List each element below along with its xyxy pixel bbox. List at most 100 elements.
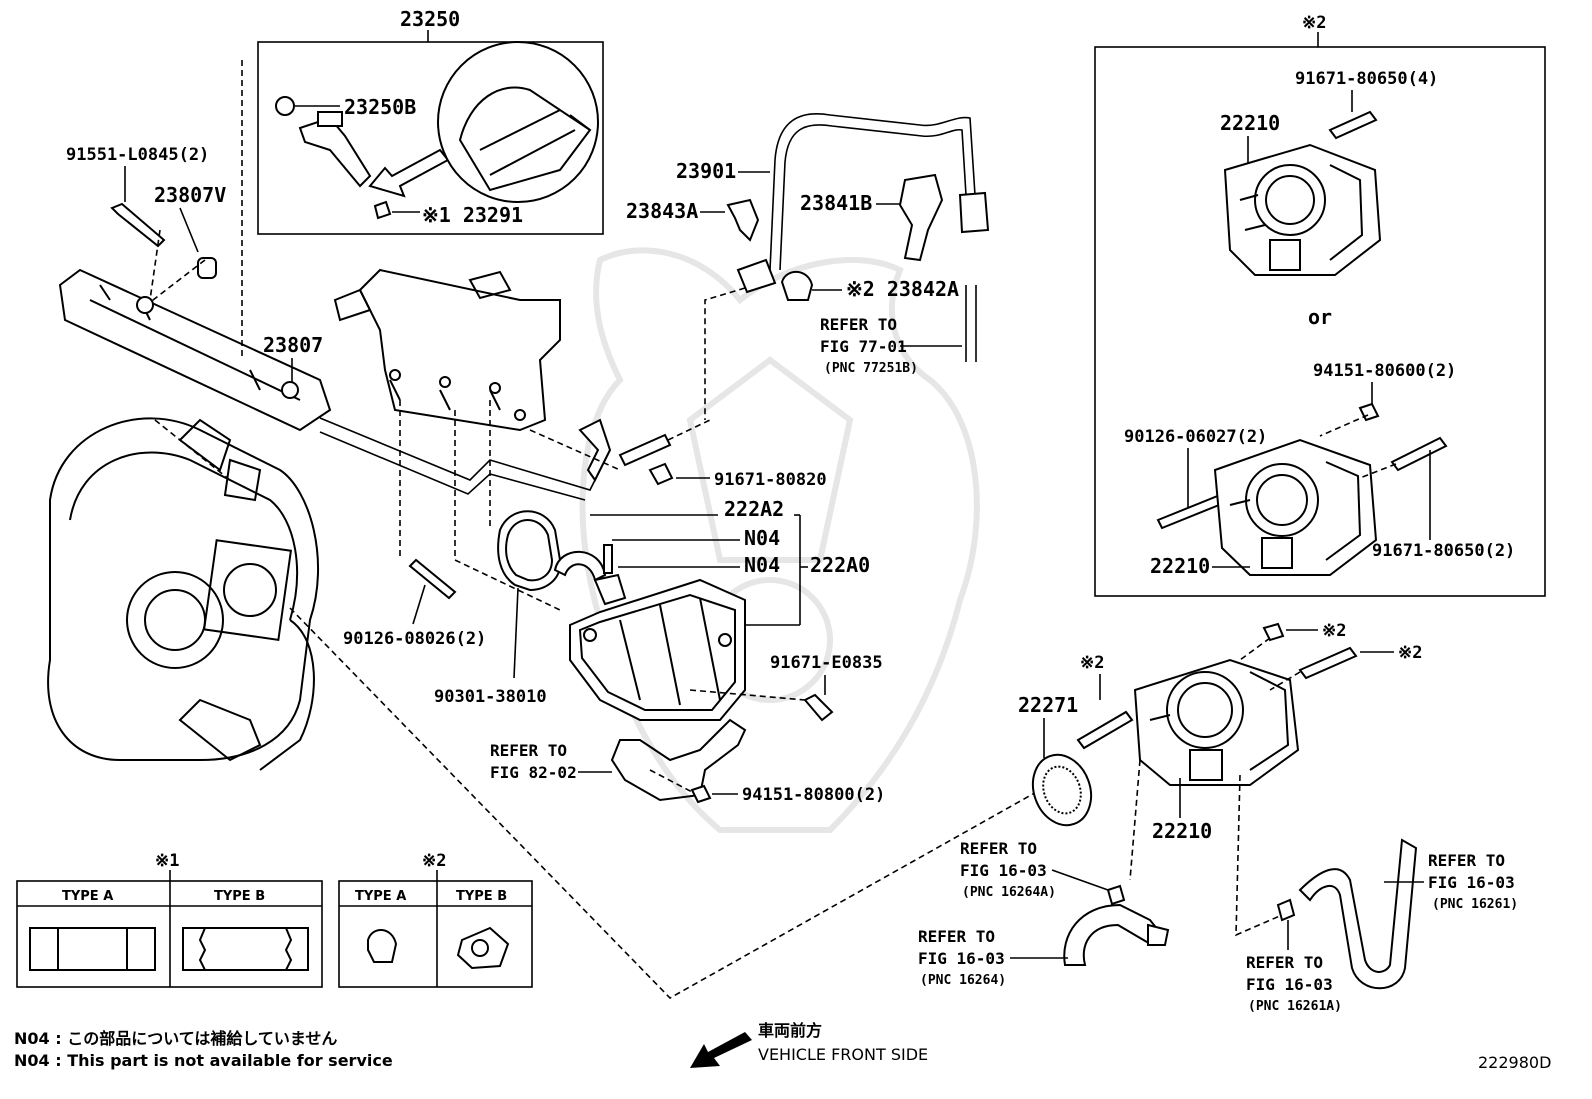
- label-222a0: 222A0: [810, 553, 870, 577]
- note-n04-jp: N04 : この部品については補給していません: [14, 1029, 337, 1048]
- ref-16264-line3: (PNC 16264): [920, 973, 1006, 988]
- hose-clamp-icon: [1276, 898, 1296, 922]
- bolt-icon: [1390, 436, 1448, 472]
- mark-2-b: ※2: [1398, 643, 1422, 663]
- front-jp: 車両前方: [758, 1021, 822, 1040]
- bolt-icon: [648, 462, 674, 486]
- bolt-icon: [1298, 646, 1358, 680]
- hose-clamp-icon: [726, 198, 760, 242]
- label-90301-38010: 90301-38010: [434, 687, 547, 707]
- ref-77-01-line2[interactable]: FIG 77-01: [820, 337, 907, 356]
- label-90126-08026: 90126-08026(2): [343, 629, 486, 649]
- ref-16264-line2[interactable]: FIG 16-03: [918, 949, 1005, 968]
- ref-82-02-line2[interactable]: FIG 82-02: [490, 763, 577, 782]
- ref-77-01-line1[interactable]: REFER TO: [820, 315, 897, 334]
- ref-16261a-line3: (PNC 16261A): [1248, 999, 1342, 1014]
- box2-mark: ※2: [1302, 13, 1326, 33]
- legend1-type-a: TYPE A: [62, 889, 113, 904]
- pin-icon: [603, 544, 613, 574]
- mark-2-c: ※2: [1080, 653, 1104, 673]
- label-91551-l0845: 91551-L0845(2): [66, 145, 209, 165]
- label-91671-80820: 91671-80820: [714, 470, 827, 490]
- label-23250b: 23250B: [344, 95, 416, 119]
- hose-clip-icon: [780, 270, 814, 301]
- diagram-code: 222980D: [1478, 1053, 1551, 1072]
- label-94151-80600: 94151-80600(2): [1313, 361, 1456, 381]
- ref-16264a-line3: (PNC 16264A): [962, 885, 1056, 900]
- throttle-body-main-icon: [1133, 658, 1300, 786]
- legend-type-2: [338, 870, 533, 988]
- front-en: VEHICLE FRONT SIDE: [758, 1045, 928, 1064]
- hose-end-icon: [736, 258, 777, 294]
- mark-2-a: ※2: [1322, 621, 1346, 641]
- bolt-icon: [110, 202, 166, 248]
- label-22210-b: 22210: [1150, 554, 1210, 578]
- detail-magnifier-icon: [437, 41, 599, 203]
- clip-type-a-icon: [367, 929, 398, 963]
- cylinder-head-icon: [333, 268, 561, 432]
- vsv-connector-icon: [898, 173, 944, 262]
- bolt-icon: [803, 693, 834, 722]
- legend-type-1: [16, 870, 323, 988]
- label-23807: 23807: [263, 333, 323, 357]
- fuel-pipe-icon: [319, 417, 601, 501]
- stud-bolt-icon: [408, 558, 457, 600]
- label-91671-e0835: 91671-E0835: [770, 653, 883, 673]
- ref-16264a-line2[interactable]: FIG 16-03: [960, 861, 1047, 880]
- ref-82-02-line1[interactable]: REFER TO: [490, 741, 567, 760]
- clip-type-b-icon: [456, 926, 510, 970]
- fuel-injector-icon: [298, 116, 372, 188]
- ref-16264-line1[interactable]: REFER TO: [918, 927, 995, 946]
- label-n04-2: N04: [744, 553, 780, 577]
- ref-16264a-line1[interactable]: REFER TO: [960, 839, 1037, 858]
- or-text: or: [1308, 305, 1332, 329]
- legend1-type-b: TYPE B: [214, 889, 265, 904]
- nut-icon: [690, 784, 712, 804]
- throttle-body-icon: [1213, 438, 1378, 576]
- gasket-ring-icon: [1031, 753, 1093, 827]
- label-n04-1: N04: [744, 526, 780, 550]
- legend2-mark: ※2: [422, 851, 446, 871]
- label-91671-80650-4: 91671-80650(4): [1295, 69, 1438, 89]
- arrow-icon: [368, 148, 450, 198]
- label-22210-a: 22210: [1220, 111, 1280, 135]
- label-23842a: ※2 23842A: [846, 277, 959, 301]
- label-222a2: 222A2: [724, 497, 784, 521]
- nut-icon: [1262, 622, 1285, 642]
- throttle-body-icon: [1223, 143, 1382, 276]
- note-n04-en: N04 : This part is not available for ser…: [14, 1051, 393, 1070]
- legend2-type-b: TYPE B: [456, 889, 507, 904]
- bracket-icon: [578, 418, 612, 482]
- label-22210-c: 22210: [1152, 819, 1212, 843]
- vehicle-front-arrow-icon: [690, 1032, 752, 1068]
- insulator-icon: [197, 257, 217, 279]
- ref-77-01-line3: (PNC 77251B): [824, 361, 918, 376]
- intake-manifold-icon: [47, 417, 320, 771]
- ref-16261a-line1[interactable]: REFER TO: [1246, 953, 1323, 972]
- label-23841b: 23841B: [800, 191, 872, 215]
- label-23901: 23901: [676, 159, 736, 183]
- alternative-box: [1094, 46, 1546, 597]
- label-90126-06027: 90126-06027(2): [1124, 427, 1267, 447]
- bolt-icon: [1328, 110, 1378, 140]
- injector-box: [257, 30, 604, 235]
- ref-16261-line2[interactable]: FIG 16-03: [1428, 873, 1515, 892]
- o-ring-icon: [275, 96, 295, 116]
- label-94151-80800: 94151-80800(2): [742, 785, 885, 805]
- ref-16261-line1[interactable]: REFER TO: [1428, 851, 1505, 870]
- label-91671-80650-2: 91671-80650(2): [1372, 541, 1515, 561]
- label-23807v: 23807V: [154, 183, 226, 207]
- vacuum-hose-icon: [769, 113, 976, 271]
- throttle-body-actuator-icon: [569, 578, 747, 802]
- legend1-mark: ※1: [155, 851, 179, 871]
- ref-16261a-line2[interactable]: FIG 16-03: [1246, 975, 1333, 994]
- label-23843a: 23843A: [626, 199, 698, 223]
- stud-bolt-icon: [1076, 710, 1134, 750]
- retainer-clip-icon: [553, 550, 607, 582]
- gasket-icon: [497, 510, 562, 592]
- label-23250: 23250: [400, 7, 460, 31]
- stud-bolt-icon: [1156, 493, 1226, 530]
- label-22271: 22271: [1018, 693, 1078, 717]
- legend2-type-a: TYPE A: [355, 889, 406, 904]
